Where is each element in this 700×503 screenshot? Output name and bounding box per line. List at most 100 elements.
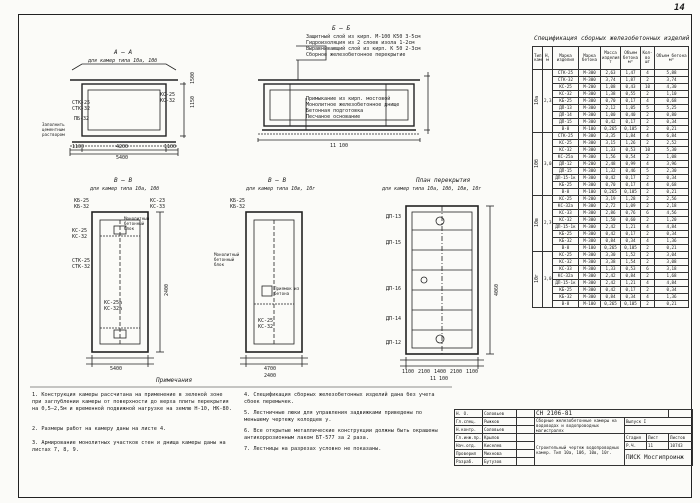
bb-dim-1: 11 100	[330, 143, 349, 149]
vv2-label-2: КБ-32	[230, 204, 246, 210]
spec-cell: 2	[640, 174, 655, 182]
spec-cell: М-100	[578, 300, 601, 308]
plan-slab-drawing	[400, 205, 494, 369]
plan-label-1: ДП-13	[386, 214, 402, 220]
spec-cell: 4,84	[654, 279, 689, 287]
spec-cell: 2,86	[600, 209, 621, 217]
section-bb-drawing	[257, 45, 430, 142]
spec-camera-type: 10г	[532, 251, 543, 308]
note-7: 7. Лестницы на разрезах условно не показ…	[244, 446, 382, 452]
plan-label-4: ДП-14	[386, 316, 402, 322]
spec-cell: 0,42	[600, 174, 621, 182]
spec-cell: М-300	[578, 174, 601, 182]
spec-header-cell: Объем бетона м³	[654, 46, 689, 70]
stamp-role: Нач.отд.	[454, 441, 483, 450]
spec-cell: 2	[640, 188, 655, 196]
bb-note-top-2: Гидроизоляция из 2 слоев изола 1-2см	[306, 40, 415, 46]
plan-dim-7: 4060	[494, 283, 500, 296]
spec-cell: 2	[640, 300, 655, 308]
spec-header-cell: Масса изделия т	[600, 46, 621, 70]
spec-cell: 3,38	[600, 258, 621, 266]
spec-cell: 0,84	[600, 237, 621, 245]
bb-note-bottom-3: Бетонная подготовка	[306, 108, 364, 114]
spec-cell: КБ-32	[552, 237, 579, 245]
note-3: 3. Армирование монолитных участков стен …	[32, 440, 226, 453]
spec-cell: М-300	[578, 202, 601, 210]
stamp-issue: Выпуск I	[623, 417, 694, 426]
spec-camera-type-label: 10а	[534, 95, 541, 105]
spec-cell: 0,42	[600, 118, 621, 126]
stamp-sheet: 11	[645, 441, 670, 450]
vv1-label-4: КС-33	[150, 204, 166, 210]
spec-cell: М-300	[578, 293, 601, 301]
spec-cell: 1,36	[654, 237, 689, 245]
spec-cell: 0,99	[620, 160, 641, 168]
aa-label-1: СТК-25	[72, 100, 91, 106]
notes-title: Примечания	[156, 377, 193, 384]
spec-cell: 1,50	[600, 216, 621, 224]
spec-cell: М-300	[578, 76, 601, 84]
spec-cell: ДП-15-1к	[552, 174, 579, 182]
vv2-label-5: КС-25	[258, 318, 274, 324]
spec-cell: В-8	[552, 244, 579, 252]
spec-cell: СТК-25	[552, 69, 579, 77]
spec-cell: ДП-12	[552, 160, 579, 168]
aa-dim-3: 1100	[164, 144, 177, 150]
stamp-sheet-h: Лист	[645, 433, 670, 442]
stamp-signature	[516, 409, 535, 418]
spec-cell: КС-25	[552, 139, 579, 147]
spec-cell: КС-32	[552, 90, 579, 98]
vv2-label-1: КБ-25	[230, 198, 246, 204]
spec-cell: 0,46	[620, 167, 641, 175]
spec-cell: 3,15	[600, 139, 621, 147]
spec-cell: 0,43	[620, 83, 641, 91]
spec-cell: 0,265	[600, 188, 621, 196]
plan-dim-5: 1100	[466, 369, 479, 375]
vv2-label-4: Приямок из бетона	[274, 286, 300, 296]
spec-cell: 4,84	[654, 223, 689, 231]
spec-cell: 0,34	[654, 174, 689, 182]
section-vv-right-drawing	[240, 211, 308, 367]
aa-label-7: 1150	[190, 95, 196, 108]
spec-cell: 2,42	[600, 279, 621, 287]
vv1-label-11: КС-32а	[104, 306, 123, 312]
spec-cell: 0,265	[600, 244, 621, 252]
spec-cell: 1,87	[620, 76, 641, 84]
spec-cell: 5,30	[654, 146, 689, 154]
vv2-dim-2: 2400	[264, 373, 277, 379]
spec-cell: М-300	[578, 181, 601, 189]
spec-cell: 0,53	[620, 265, 641, 273]
spec-cell: 2,72	[600, 202, 621, 210]
spec-cell: 1,10	[654, 90, 689, 98]
spec-cell: СТК-25	[552, 132, 579, 140]
spec-cell: 0,105	[620, 188, 641, 196]
spec-cell: КС-25	[552, 251, 579, 259]
spec-cell: 2	[640, 244, 655, 252]
vv1-label-1: КБ-25	[74, 198, 90, 204]
spec-cell: М-300	[578, 111, 601, 119]
spec-cell: КБ-25	[552, 230, 579, 238]
spec-cell: М-300	[578, 251, 601, 259]
spec-header-cell: Марка изделия	[552, 46, 579, 70]
stamp-role: Проверил	[454, 449, 483, 458]
spec-cell: 2	[640, 111, 655, 119]
spec-cell: М-300	[578, 223, 601, 231]
spec-cell: 1,20	[654, 216, 689, 224]
spec-cell: 2,30	[654, 167, 689, 175]
spec-cell: 1,32	[600, 167, 621, 175]
spec-cell: М-200	[578, 160, 601, 168]
aa-dim-4: 5400	[116, 155, 129, 161]
spec-cell: М-300	[578, 132, 601, 140]
stamp-role: Разраб.	[454, 457, 483, 466]
spec-cell: 2	[640, 272, 655, 280]
plan-label-2: ДП-15	[386, 240, 402, 246]
